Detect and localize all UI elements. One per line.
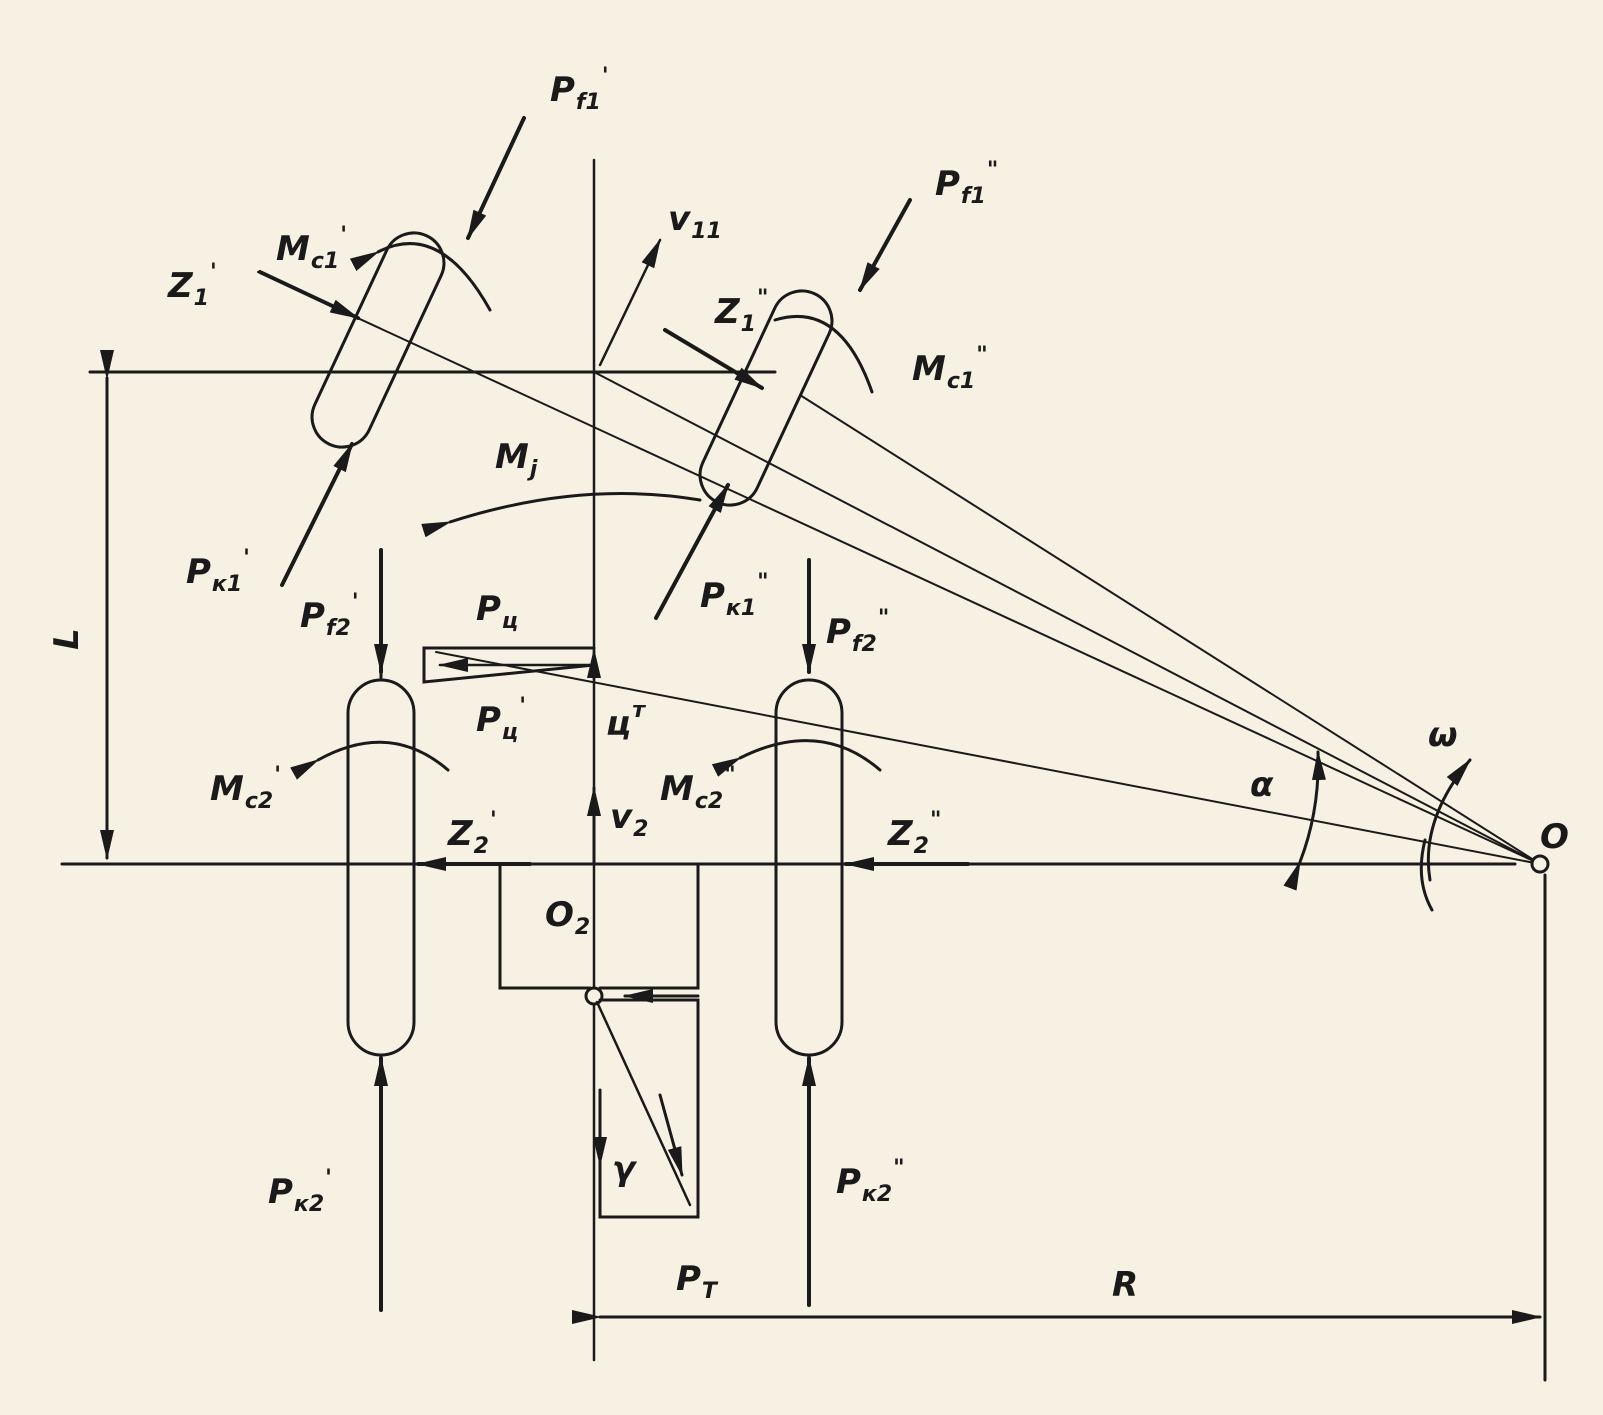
rear-right-wheel (774, 678, 844, 1057)
moment-arc-mj (421, 492, 702, 538)
force-pf1pp (858, 198, 912, 292)
label-pk2pp: Pк2" (836, 1156, 905, 1207)
hitch-force-diag (595, 1000, 692, 1207)
label-o2: O2 (545, 895, 591, 940)
label-pf1p: Pf1' (550, 64, 609, 115)
front-left-wheel (310, 231, 446, 449)
alpha-arc (1283, 750, 1326, 891)
label-pcp: Pц' (476, 694, 526, 745)
velocity-v11 (598, 238, 662, 367)
hitch-pin (584, 986, 604, 1006)
ray-front-center (593, 371, 1541, 865)
force-pk1pp (654, 483, 730, 620)
label-mc2p: Mc2' (210, 763, 281, 814)
label-mc1p: Mc1' (276, 223, 347, 274)
label-mc2pp: Mc2" (660, 763, 736, 814)
rear-left-wheel (346, 678, 416, 1057)
label-pf2pp: Pf2" (826, 606, 890, 657)
ray-front-left (257, 271, 1541, 865)
label-radius: R (1112, 1265, 1139, 1305)
label-omega: ω (1428, 715, 1458, 755)
omega-arc (1426, 758, 1472, 882)
label-pf1pp: Pf1" (935, 158, 999, 209)
label-z2p: Z2' (448, 808, 497, 859)
label-wheelbase: L (46, 628, 87, 650)
label-pk2p: Pк2' (268, 1166, 332, 1217)
moment-arc-mc1p (349, 242, 492, 312)
label-o: O (1540, 817, 1569, 857)
hitch-down-arrow (658, 1093, 684, 1177)
force-z1pp (663, 328, 764, 390)
label-pt: PT (676, 1259, 717, 1304)
label-z1p: Z1' (168, 260, 217, 311)
force-z1p (258, 270, 360, 320)
label-pf2p: Pf2' (300, 590, 359, 641)
label-gamma: γ (612, 1149, 636, 1189)
moment-arc-mc1pp (773, 314, 874, 394)
label-v11: v11 (668, 199, 722, 244)
moment-arc-mc2p (290, 740, 450, 780)
force-pf1p (466, 116, 526, 240)
omega-arc-lower (1419, 838, 1434, 912)
label-mc1pp: Mc1" (912, 343, 988, 394)
label-cg: цт (606, 698, 645, 744)
label-pc: Pц (476, 589, 519, 634)
label-pk1pp: Pк1" (700, 570, 769, 621)
label-alpha: α (1250, 765, 1274, 805)
turn-center (1530, 854, 1550, 874)
ray-cg (435, 651, 1541, 865)
hitch-bracket-left (498, 862, 592, 990)
label-mj: Mj (495, 437, 538, 482)
label-pk1p: Pк1' (186, 546, 250, 597)
label-v2: v2 (610, 797, 649, 842)
ray-front-right (799, 394, 1541, 865)
centrifugal-force-box (422, 646, 596, 684)
label-z1pp: Z1" (715, 286, 769, 337)
moment-arc-mc2pp (711, 739, 882, 777)
label-z2pp: Z2" (888, 808, 942, 859)
trailer-box (598, 998, 700, 1219)
force-pk1p (280, 442, 354, 587)
hitch-bracket-right (598, 862, 700, 990)
